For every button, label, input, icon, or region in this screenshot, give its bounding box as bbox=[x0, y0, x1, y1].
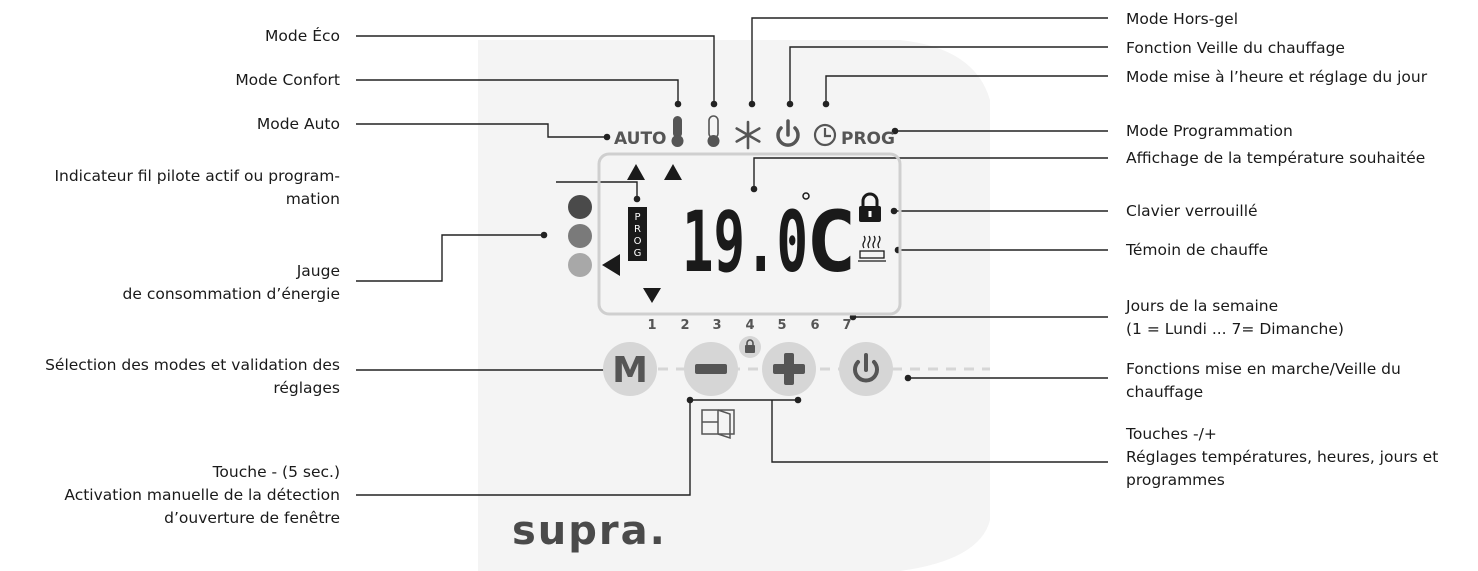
dot-prog bbox=[891, 127, 899, 135]
label-window-line-3: d’ouverture de fenêtre bbox=[164, 509, 340, 527]
dot-eco bbox=[710, 100, 718, 108]
day-4: 4 bbox=[745, 318, 754, 333]
dot-veille bbox=[786, 100, 794, 108]
dot-hors-gel bbox=[748, 100, 756, 108]
clock-icon bbox=[813, 123, 837, 147]
temperature-value: 19.0 bbox=[682, 193, 808, 291]
arrow-left-icon bbox=[602, 254, 620, 276]
label-select-line-1: Sélection des modes et validation des bbox=[45, 356, 340, 374]
gauge-level-low bbox=[568, 253, 592, 277]
prog-text: PROG bbox=[841, 129, 895, 149]
leader-window bbox=[356, 399, 798, 496]
label-clavier-verrouille: Clavier verrouillé bbox=[1126, 202, 1258, 220]
prog-letter: G bbox=[634, 248, 642, 259]
day-6: 6 bbox=[810, 318, 819, 333]
dot-window-b bbox=[794, 396, 802, 404]
device-panel bbox=[478, 40, 990, 571]
minus-button[interactable] bbox=[684, 342, 738, 396]
label-fonction-veille: Fonction Veille du chauffage bbox=[1126, 39, 1345, 57]
gauge-level-high bbox=[568, 195, 592, 219]
label-mode-programmation: Mode Programmation bbox=[1126, 122, 1293, 140]
dot-pilot bbox=[633, 195, 641, 203]
lcd-display bbox=[597, 152, 902, 316]
label-select-line-2: réglages bbox=[273, 379, 340, 397]
leader-veille bbox=[789, 46, 1108, 102]
leader-temp bbox=[753, 157, 1108, 188]
label-temoin-chauffe: Témoin de chauffe bbox=[1126, 241, 1269, 259]
power-icon bbox=[776, 119, 800, 147]
day-5: 5 bbox=[777, 318, 786, 333]
day-3: 3 bbox=[712, 318, 721, 333]
leader-eco bbox=[356, 35, 715, 102]
dot-confort bbox=[674, 100, 682, 108]
day-7: 7 bbox=[842, 318, 851, 333]
label-temperature: Affichage de la température souhaitée bbox=[1126, 149, 1426, 167]
dot-lock bbox=[890, 207, 898, 215]
minus-icon bbox=[695, 364, 727, 374]
label-mode-eco: Mode Éco bbox=[265, 27, 340, 45]
plus-button[interactable] bbox=[762, 342, 816, 396]
day-1: 1 bbox=[647, 318, 656, 333]
small-lock-icon bbox=[739, 336, 761, 358]
leader-touches bbox=[771, 400, 1108, 463]
dot-temp bbox=[750, 185, 758, 193]
dot-window bbox=[686, 396, 694, 404]
prog-letter: P bbox=[634, 212, 640, 223]
snowflake-icon bbox=[735, 120, 761, 150]
label-touches-line-2: Réglages températures, heures, jours et bbox=[1126, 448, 1439, 466]
label-gauge-line-1: Jauge bbox=[296, 262, 340, 280]
leader-pilot bbox=[556, 181, 638, 198]
window-icon bbox=[701, 409, 735, 440]
m-button[interactable]: M bbox=[603, 342, 657, 396]
dot-auto bbox=[603, 133, 611, 141]
arrow-up-icon-2 bbox=[664, 164, 682, 180]
label-mode-hors-gel: Mode Hors-gel bbox=[1126, 10, 1239, 28]
prog-vertical-badge bbox=[628, 207, 647, 261]
temperature-unit: C bbox=[806, 193, 857, 291]
label-touches-line-1: Touches -/+ bbox=[1126, 425, 1217, 443]
label-marche-line-2: chauffage bbox=[1126, 383, 1204, 401]
power-button[interactable] bbox=[839, 342, 893, 396]
leader-heure bbox=[825, 75, 1108, 102]
lock-icon bbox=[859, 192, 881, 222]
leader-confort bbox=[356, 79, 679, 102]
leader-hors-gel bbox=[751, 17, 1108, 102]
label-jours-line-2: (1 = Lundi ... 7= Dimanche) bbox=[1126, 320, 1344, 338]
label-pilot-line-1: Indicateur fil pilote actif ou program- bbox=[54, 167, 340, 185]
label-mode-auto: Mode Auto bbox=[256, 115, 340, 133]
dot-marche bbox=[904, 374, 912, 382]
label-jours-line-1: Jours de la semaine bbox=[1126, 297, 1279, 315]
heating-indicator-icon bbox=[858, 235, 886, 262]
degree-icon bbox=[802, 192, 810, 200]
label-window-line-1: Touche - (5 sec.) bbox=[212, 463, 340, 481]
prog-letter: R bbox=[634, 224, 641, 235]
m-button-label: M bbox=[612, 350, 648, 391]
leader-auto bbox=[356, 123, 606, 138]
dot-heure bbox=[822, 100, 830, 108]
gauge-level-mid bbox=[568, 224, 592, 248]
prog-letter: O bbox=[634, 236, 642, 247]
label-mode-confort: Mode Confort bbox=[235, 71, 340, 89]
thermometer-full-icon bbox=[671, 116, 684, 147]
thermometer-low-icon bbox=[707, 115, 720, 147]
label-window-line-2: Activation manuelle de la détection bbox=[64, 486, 340, 504]
label-marche-line-1: Fonctions mise en marche/Veille du bbox=[1126, 360, 1401, 378]
label-pilot-line-2: mation bbox=[285, 190, 340, 208]
arrow-down-icon bbox=[643, 288, 661, 303]
arrow-up-icon bbox=[627, 164, 645, 180]
label-gauge-line-2: de consommation d’énergie bbox=[122, 285, 340, 303]
label-mode-heure: Mode mise à l’heure et réglage du jour bbox=[1126, 68, 1428, 86]
leader-gauge bbox=[356, 234, 543, 282]
dot-gauge bbox=[540, 231, 548, 239]
power-button-icon bbox=[853, 353, 879, 383]
auto-text: AUTO bbox=[614, 129, 667, 149]
supra-logo: supra. bbox=[512, 508, 667, 554]
day-2: 2 bbox=[680, 318, 689, 333]
label-touches-line-3: programmes bbox=[1126, 471, 1225, 489]
